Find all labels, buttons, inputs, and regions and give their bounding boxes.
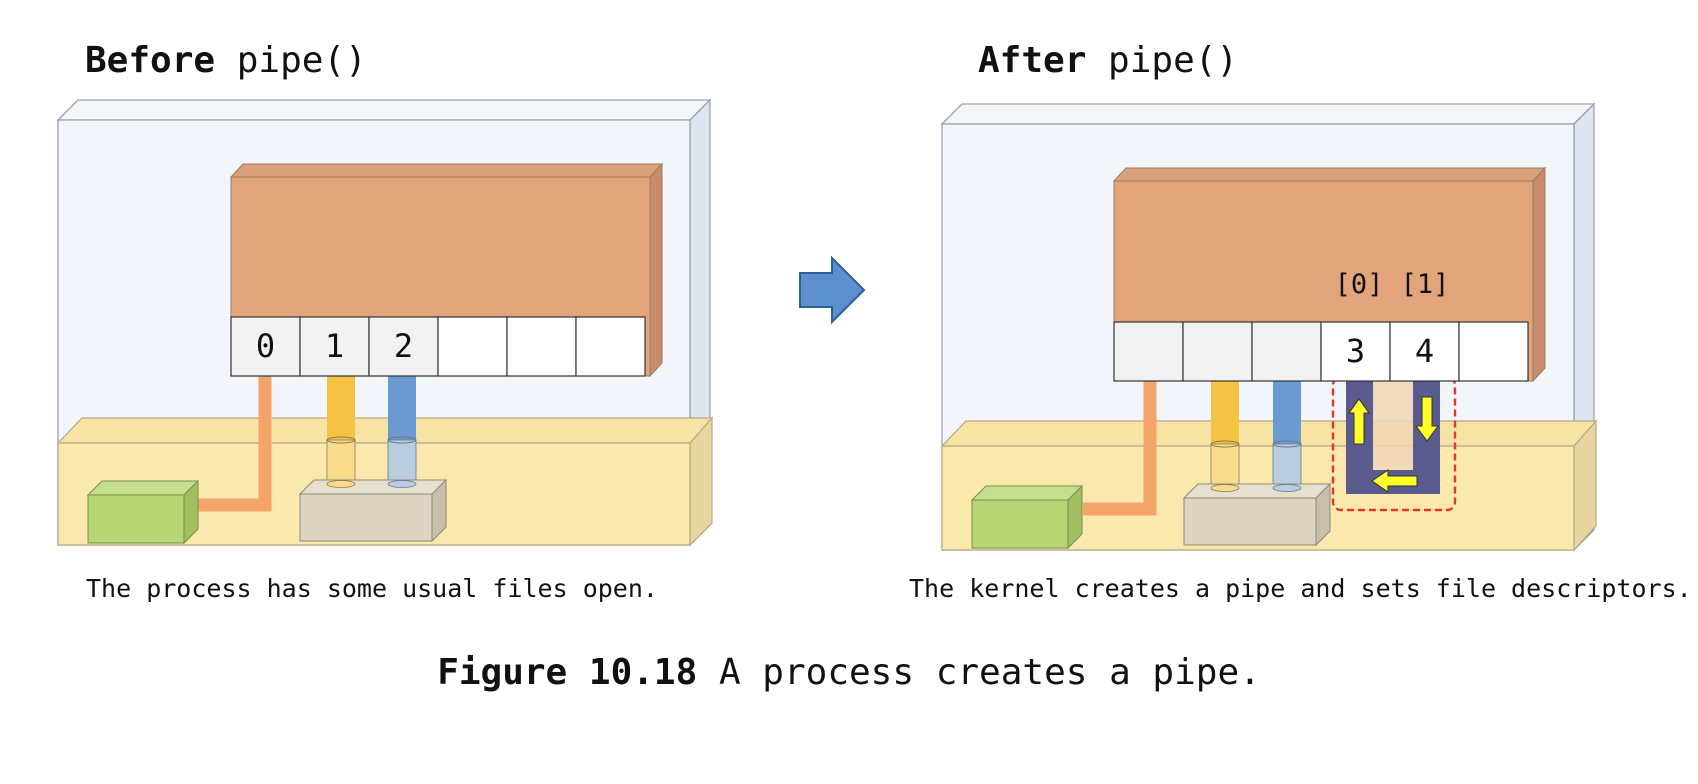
before-kernel-top [56,417,714,444]
pipe-channel [1373,381,1413,470]
after-fd-label: 4 [1415,332,1434,370]
pipe-read-end-label: [0] [1335,269,1384,300]
pipe-write-end-label: [1] [1401,269,1450,300]
after-fd-cell [1182,321,1253,382]
before-title-bold: Before [85,40,216,81]
after-title-bold: After [978,40,1087,81]
after-green-box-front [971,499,1069,549]
before-process-top [229,163,664,178]
before-box-top [56,99,712,121]
before-fd-label: 2 [394,327,413,365]
after-fd-cell [1113,321,1184,382]
after-box-top [940,103,1596,125]
before-fd-cell [575,316,646,377]
after-fd-cell [1251,321,1322,382]
before-caption: The process has some usual files open. [86,574,658,603]
before-panel: 0 1 2 [56,98,714,547]
after-process-top [1112,167,1547,182]
after-fd-table: 3 4 [1113,321,1529,382]
after-panel: [0] [1] [940,102,1598,552]
pipe-outline [1331,375,1457,512]
after-yellow-wire-cap [1210,484,1240,492]
after-fd-cell [1389,321,1460,382]
after-green-box-top [970,485,1084,501]
before-orange-wire [198,376,272,512]
before-fd-cell [506,316,577,377]
pipe-body [1346,381,1440,494]
after-orange-wire [1083,381,1157,516]
after-kernel-top [940,420,1598,447]
after-blue-wire [1273,381,1301,444]
before-yellow-wire-cap [326,480,356,488]
before-blue-wire [388,376,416,440]
before-yellow-wire [327,376,355,440]
after-title-rest: pipe() [1086,40,1239,81]
before-green-box-front [87,494,185,544]
after-fd-label: 3 [1346,332,1365,370]
before-fd-cell [230,316,301,377]
before-fd-cell [437,316,508,377]
after-yellow-wire-ring [1210,440,1240,448]
before-process-side [649,162,663,378]
transition-arrow [799,255,866,325]
after-yellow-wire-lower [1210,443,1240,489]
after-blue-wire-cap [1272,484,1302,492]
after-gray-box-top [1182,483,1332,499]
before-yellow-wire-ring [326,436,356,444]
before-blue-wire-lower [387,439,417,485]
after-blue-wire-lower [1272,443,1302,489]
before-title-rest: pipe() [215,40,367,81]
pipe-up-arrow [1348,398,1370,445]
before-blue-wire-cap [387,480,417,488]
figure-caption: Figure 10.18 A process creates a pipe. [0,652,1698,693]
before-yellow-wire-lower [326,439,356,485]
before-title: Before pipe() [85,40,367,81]
after-caption: The kernel creates a pipe and sets file … [909,574,1692,603]
before-fd-cell [368,316,439,377]
pipe-down-arrow [1415,396,1439,442]
after-yellow-wire [1211,381,1239,444]
after-process-side [1532,166,1546,383]
before-fd-label: 1 [325,327,344,365]
before-fd-table: 0 1 2 [230,316,646,377]
before-green-box-top [86,480,200,496]
before-gray-box-front [299,493,433,542]
after-fd-cell [1458,321,1529,382]
figure-label: Figure 10.18 [437,652,698,693]
after-fd-cell [1320,321,1391,382]
before-fd-label: 0 [256,327,275,365]
before-blue-wire-ring [387,436,417,444]
after-gray-box-front [1183,497,1317,546]
after-blue-wire-ring [1272,440,1302,448]
figure-text: A process creates a pipe. [697,652,1261,693]
before-fd-cell [299,316,370,377]
before-gray-box-top [298,479,448,495]
after-title: After pipe() [978,40,1238,81]
pipe-left-arrow [1371,469,1418,493]
pipe [1331,375,1457,512]
